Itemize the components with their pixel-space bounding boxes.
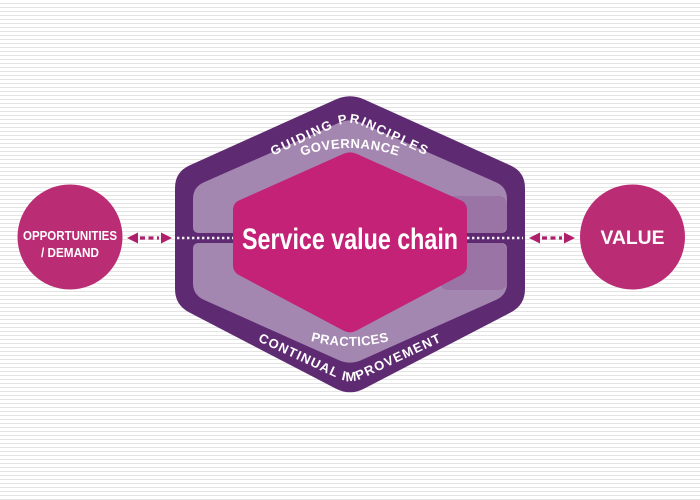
value-circle — [580, 184, 685, 290]
left-arrow-west-head-icon — [127, 232, 138, 244]
right-arrow-east-head-icon — [564, 232, 575, 244]
value-label: VALUE — [601, 228, 665, 249]
right-arrow-west-head-icon — [529, 232, 540, 244]
label-governance: GOVERNANCE — [298, 136, 401, 159]
service-value-chain-hexagon — [233, 152, 467, 333]
opportunities-demand-label-line1: OPPORTUNITIES — [23, 228, 117, 243]
left-arrow-east-head-icon — [161, 232, 172, 244]
service-value-chain-title: Service value chain — [242, 223, 458, 256]
opportunities-demand-label-line2: / DEMAND — [41, 245, 99, 260]
label-practices: PRACTICES — [310, 329, 390, 349]
right-arrow — [529, 232, 575, 244]
left-arrow — [127, 232, 172, 244]
opportunities-demand-circle — [17, 184, 123, 290]
